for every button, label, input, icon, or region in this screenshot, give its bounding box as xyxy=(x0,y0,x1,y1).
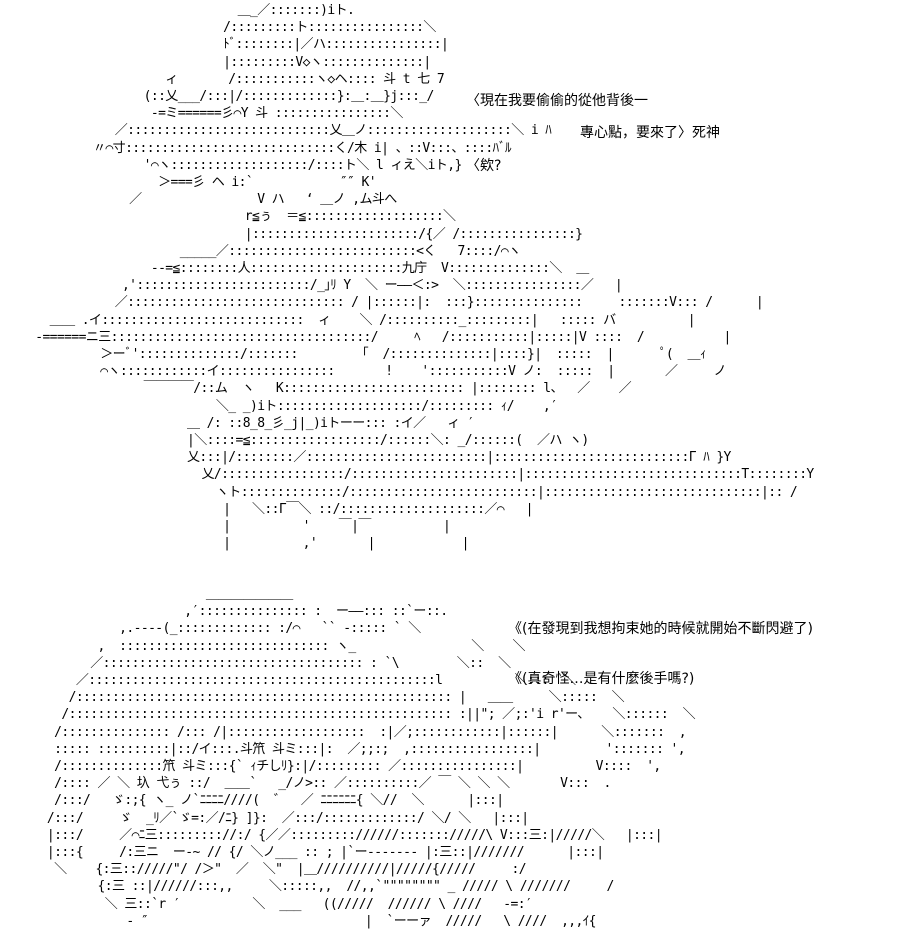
thought-line-1: 《(在發現到我想拘束她的時候就開始不斷閃避了) xyxy=(508,621,813,637)
ascii-art-shinigami: ＿_／:::::::)iト. /:::::::::ト::::::::::::::… xyxy=(35,3,814,552)
ascii-art-closeup: ＿＿＿＿＿＿＿ ,′::::::::::::::: : ー――::: ::`ー:… xyxy=(46,587,696,929)
thought-line-2: 《(真奇怪…是有什麼後手嗎?) xyxy=(508,671,695,687)
dialogue-line-2: 專心點，要來了〉死神 xyxy=(580,125,720,141)
dialogue-line-3: 〈欸? xyxy=(466,158,502,174)
dialogue-line-1: 〈現在我要偷偷的從他背後一 xyxy=(466,93,648,109)
